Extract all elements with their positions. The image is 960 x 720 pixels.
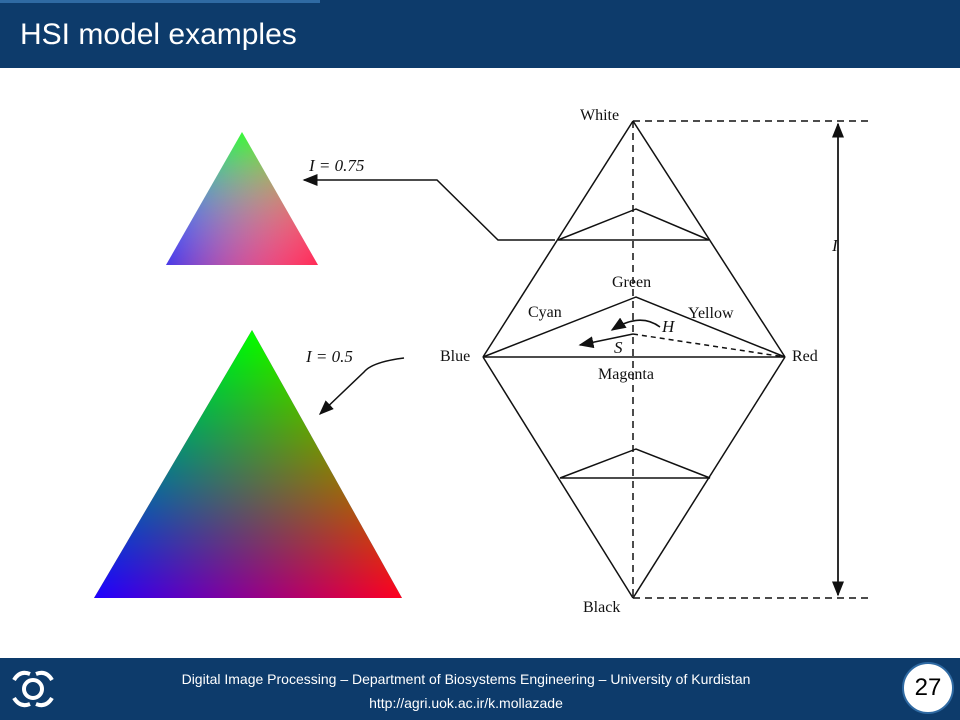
label-black: Black: [583, 599, 620, 616]
hsi-diagram: White Black Green Cyan Yellow Blue Red M…: [94, 107, 870, 616]
label-yellow: Yellow: [688, 305, 734, 322]
page-number-badge: 27: [902, 662, 954, 714]
footer-url: http://agri.uok.ac.ir/k.mollazade: [369, 695, 563, 711]
header-accent-line: [0, 0, 320, 3]
label-intensity: I: [831, 236, 839, 255]
label-i-075: I = 0.75: [308, 156, 364, 175]
footer-course-text: Digital Image Processing – Department of…: [181, 671, 751, 687]
label-saturation: S: [614, 338, 623, 357]
university-logo-icon: [12, 670, 54, 708]
label-hue: H: [661, 317, 676, 336]
footer-bar: Digital Image Processing – Department of…: [0, 658, 960, 720]
color-triangle-i075: [166, 132, 318, 265]
header-bar: HSI model examples: [0, 0, 960, 68]
label-blue: Blue: [440, 348, 470, 365]
label-magenta: Magenta: [598, 366, 654, 383]
color-triangle-i05: [94, 330, 402, 598]
label-green: Green: [612, 274, 651, 291]
page-title: HSI model examples: [20, 18, 297, 51]
hsi-bipyramid: [302, 120, 870, 599]
label-cyan: Cyan: [528, 304, 562, 321]
label-i-05: I = 0.5: [305, 347, 353, 366]
label-red: Red: [792, 348, 818, 365]
label-white: White: [580, 107, 619, 124]
